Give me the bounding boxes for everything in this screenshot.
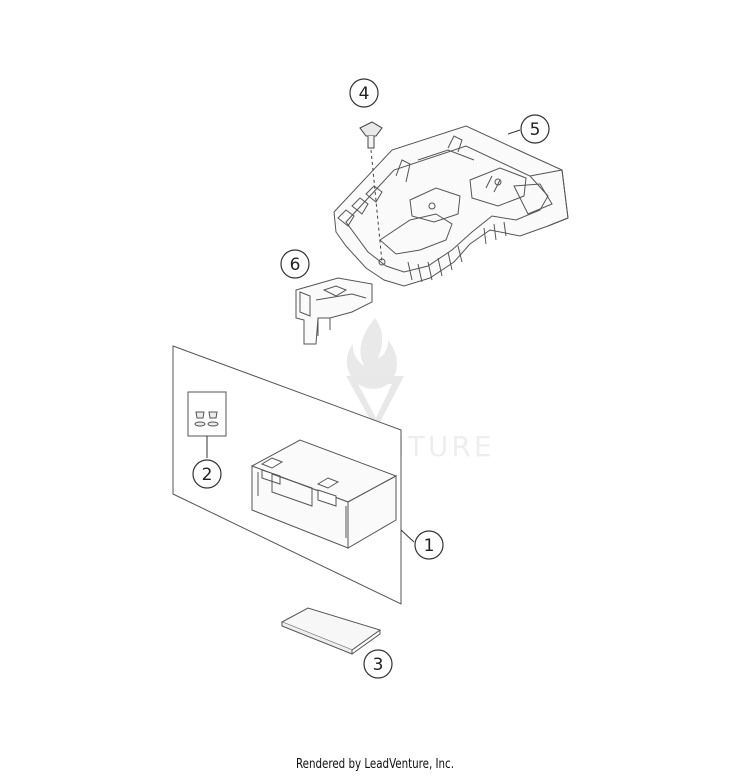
watermark-v-icon xyxy=(346,376,404,430)
callout-3: 3 xyxy=(363,649,393,679)
callout-1: 1 xyxy=(414,530,444,560)
battery xyxy=(250,439,398,549)
callout-2: 2 xyxy=(192,459,222,489)
callout-6-label: 6 xyxy=(290,255,301,275)
footer-credit: Rendered by LeadVenture, Inc. xyxy=(296,757,454,772)
leader-1 xyxy=(400,529,415,543)
callout-2-label: 2 xyxy=(202,465,213,485)
callout-3-label: 3 xyxy=(373,655,384,675)
part-2-terminal-screws xyxy=(187,391,227,437)
callout-1-label: 1 xyxy=(424,536,435,556)
callout-5: 5 xyxy=(520,114,550,144)
callout-5-label: 5 xyxy=(530,120,541,140)
leader-lines xyxy=(206,129,521,543)
part-1-battery-kit xyxy=(172,345,402,605)
callout-4: 4 xyxy=(349,78,379,108)
part-5-battery-holder xyxy=(333,125,569,287)
part-4-screw xyxy=(359,121,383,263)
part-3-pad xyxy=(280,607,382,655)
callout-4-label: 4 xyxy=(359,84,370,104)
leader-5 xyxy=(507,129,521,135)
watermark-flame-icon xyxy=(346,318,397,389)
part-6-bracket xyxy=(295,277,373,345)
callout-6: 6 xyxy=(280,249,310,279)
